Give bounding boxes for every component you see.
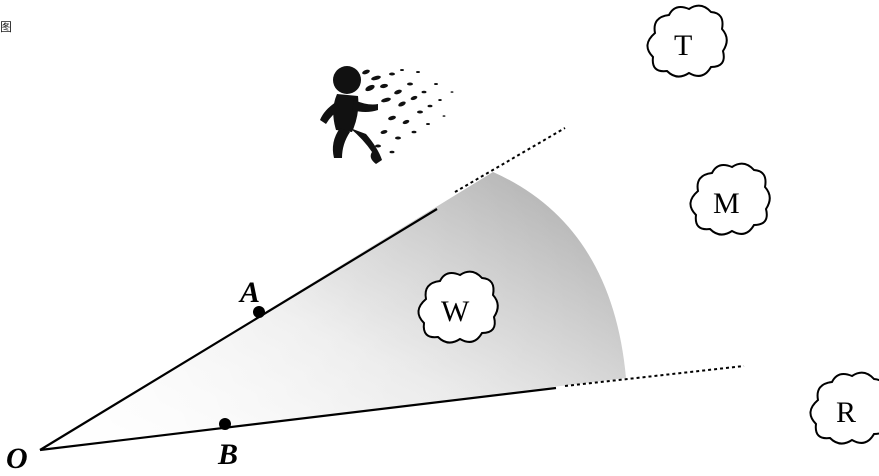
ray-oa (39, 208, 438, 451)
ray-ob-extension (564, 365, 745, 387)
corner-mark: 图 (0, 20, 13, 34)
point-b (219, 418, 231, 430)
cloud-r-label: R (836, 396, 856, 429)
shaded-sector-highlight (40, 172, 626, 450)
running-person-dissolving-icon (320, 66, 454, 164)
ray-ob (39, 386, 557, 452)
cloud-t: T (646, 4, 728, 78)
cloud-m: M (689, 162, 771, 236)
cloud-m-label: M (713, 187, 740, 220)
cloud-w: W (417, 270, 499, 344)
point-a (253, 306, 265, 318)
cloud-r: R (809, 371, 879, 445)
label-a: A (238, 276, 260, 309)
label-b: B (217, 438, 238, 471)
cloud-w-label: W (441, 295, 470, 328)
label-o: O (6, 442, 28, 471)
cloud-t-label: T (674, 29, 692, 62)
